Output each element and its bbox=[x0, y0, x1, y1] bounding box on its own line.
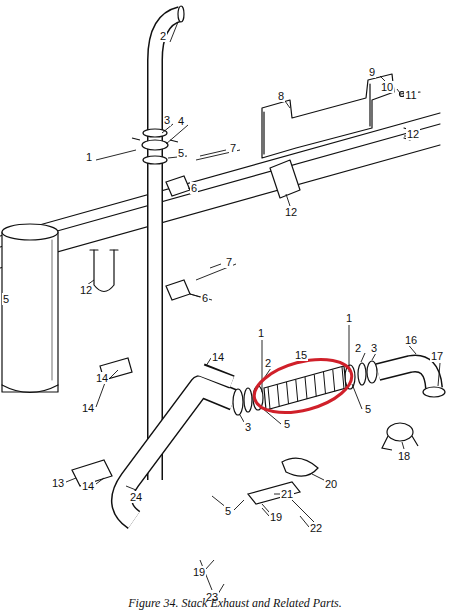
callout-number: 12 bbox=[284, 206, 298, 218]
callout-number: 6 bbox=[201, 292, 209, 304]
callout-number: 5 bbox=[224, 505, 232, 517]
callout-number: 2 bbox=[354, 342, 362, 354]
callout-number: 7 bbox=[225, 256, 233, 268]
callout-number: 16 bbox=[404, 334, 418, 346]
callout-number: 10 bbox=[380, 81, 394, 93]
callout-number: 22 bbox=[309, 522, 323, 534]
callout-number: 8 bbox=[277, 90, 285, 102]
callout-number: 5 bbox=[283, 418, 291, 430]
callout-number: 5 bbox=[177, 147, 185, 159]
callout-number: 1 bbox=[257, 327, 265, 339]
callout-number: 18 bbox=[397, 450, 411, 462]
callout-number: 14 bbox=[81, 402, 95, 414]
callout-number: 14 bbox=[211, 351, 225, 363]
callout-number: 20 bbox=[324, 478, 338, 490]
callout-number: 12 bbox=[79, 284, 93, 296]
callout-number: 19 bbox=[192, 566, 206, 578]
callout-number: 14 bbox=[95, 372, 109, 384]
callout-number: 19 bbox=[269, 511, 283, 523]
callout-number: 24 bbox=[129, 491, 143, 503]
highlight-outline bbox=[248, 350, 357, 422]
callout-number: 13 bbox=[51, 477, 65, 489]
callout-number: 2 bbox=[264, 357, 272, 369]
callout-number: 3 bbox=[370, 342, 378, 354]
callout-number: 9 bbox=[368, 66, 376, 78]
callout-number: 17 bbox=[430, 350, 444, 362]
callout-number: 5 bbox=[364, 403, 372, 415]
figure-caption: Figure 34. Stack Exhaust and Related Par… bbox=[128, 596, 342, 611]
callout-number: 21 bbox=[280, 488, 294, 500]
callout-number: 3 bbox=[244, 421, 252, 433]
callout-number: 4 bbox=[177, 115, 185, 127]
callout-number: 5 bbox=[2, 293, 10, 305]
callout-number: 6 bbox=[190, 182, 198, 194]
callout-number: 1 bbox=[85, 151, 93, 163]
callout-number: 1 bbox=[345, 312, 353, 324]
callout-number: 2 bbox=[159, 30, 167, 42]
callout-number: 7 bbox=[229, 142, 237, 154]
callout-number: 14 bbox=[81, 480, 95, 492]
callout-number: 11 bbox=[404, 89, 417, 101]
callout-number: 3 bbox=[163, 114, 171, 126]
callout-number: 15 bbox=[294, 349, 308, 361]
callout-number: 12 bbox=[406, 128, 420, 140]
